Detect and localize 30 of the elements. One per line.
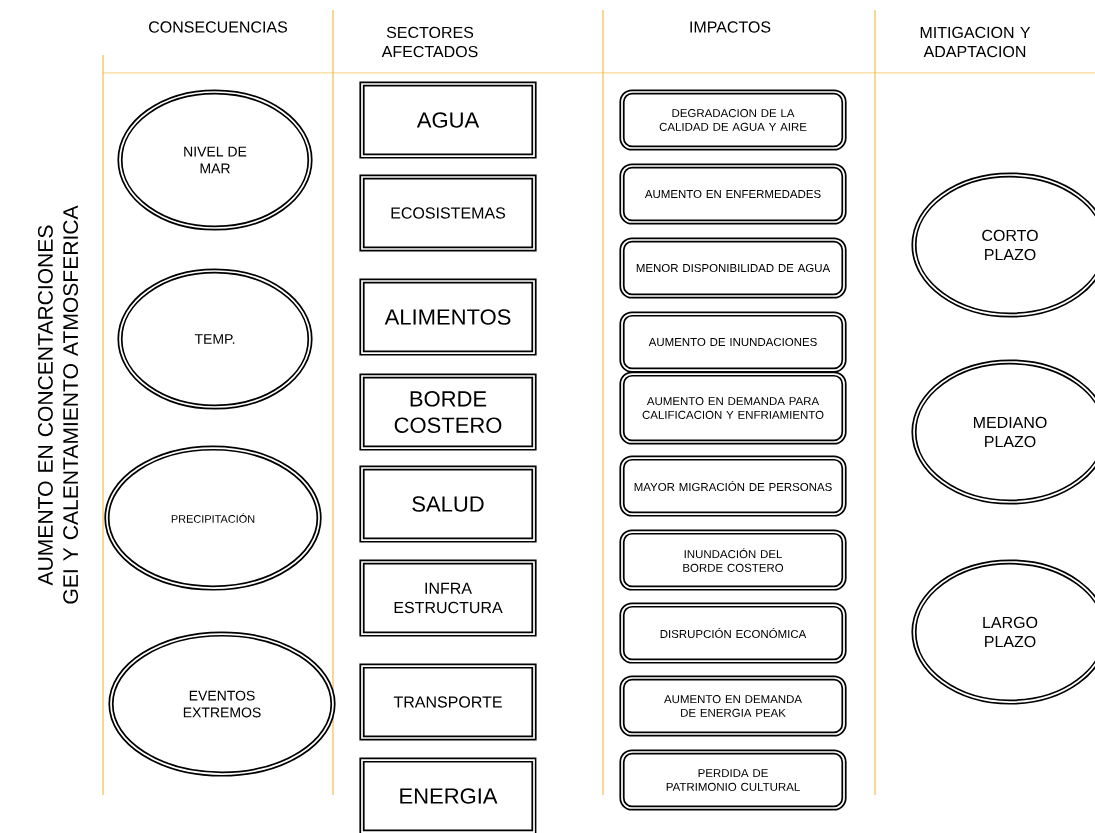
- sector-box: ECOSISTEMAS: [359, 174, 537, 252]
- ellipse-node: PRECIPITACIÓN: [104, 445, 322, 591]
- ellipse-node: NIVEL DE MAR: [117, 89, 313, 231]
- impact-box: MAYOR MIGRACIÓN DE PERSONAS: [619, 455, 847, 517]
- sector-box: ENERGIA: [359, 757, 537, 833]
- sector-box: AGUA: [359, 81, 537, 159]
- ellipse-node: EVENTOS EXTREMOS: [108, 631, 336, 777]
- ellipse-node: LARGO PLAZO: [911, 559, 1095, 705]
- sector-box: INFRA ESTRUCTURA: [359, 559, 537, 637]
- rotated-title: AUMENTO EN CONCENTARCIONES GEI Y CALENTAMIENTO ATMOSFERICA: [37, 205, 79, 604]
- ellipse-node: TEMP.: [117, 268, 313, 410]
- impact-box: AUMENTO EN ENFERMEDADES: [619, 163, 847, 225]
- ellipse-node: MEDIANO PLAZO: [911, 359, 1095, 505]
- impact-box: AUMENTO EN DEMANDA PARA CALIFICACION Y ENFRIAMIENTO: [619, 371, 847, 445]
- impact-box: DEGRADACION DE LA CALIDAD DE AGUA Y AIRE: [619, 89, 847, 151]
- sector-box: ALIMENTOS: [359, 278, 537, 356]
- sector-box: SALUD: [359, 465, 537, 543]
- column-header: CONSECUENCIAS: [149, 21, 288, 33]
- sector-box: BORDE COSTERO: [359, 373, 537, 451]
- impact-box: PERDIDA DE PATRIMONIO CULTURAL: [619, 749, 847, 811]
- column-header: IMPACTOS: [690, 21, 771, 33]
- impact-box: DISRUPCIÓN ECONÓMICA: [619, 602, 847, 664]
- impact-box: AUMENTO DE INUNDACIONES: [619, 311, 847, 373]
- sector-box: TRANSPORTE: [359, 663, 537, 741]
- column-header: MITIGACION Y ADAPTACION: [920, 26, 1031, 58]
- impact-box: INUNDACIÓN DEL BORDE COSTERO: [619, 529, 847, 591]
- impact-box: AUMENTO EN DEMANDA DE ENERGIA PEAK: [619, 675, 847, 737]
- ellipse-node: CORTO PLAZO: [911, 172, 1095, 318]
- impact-box: MENOR DISPONIBILIDAD DE AGUA: [619, 237, 847, 299]
- column-header: SECTORES AFECTADOS: [381, 26, 478, 58]
